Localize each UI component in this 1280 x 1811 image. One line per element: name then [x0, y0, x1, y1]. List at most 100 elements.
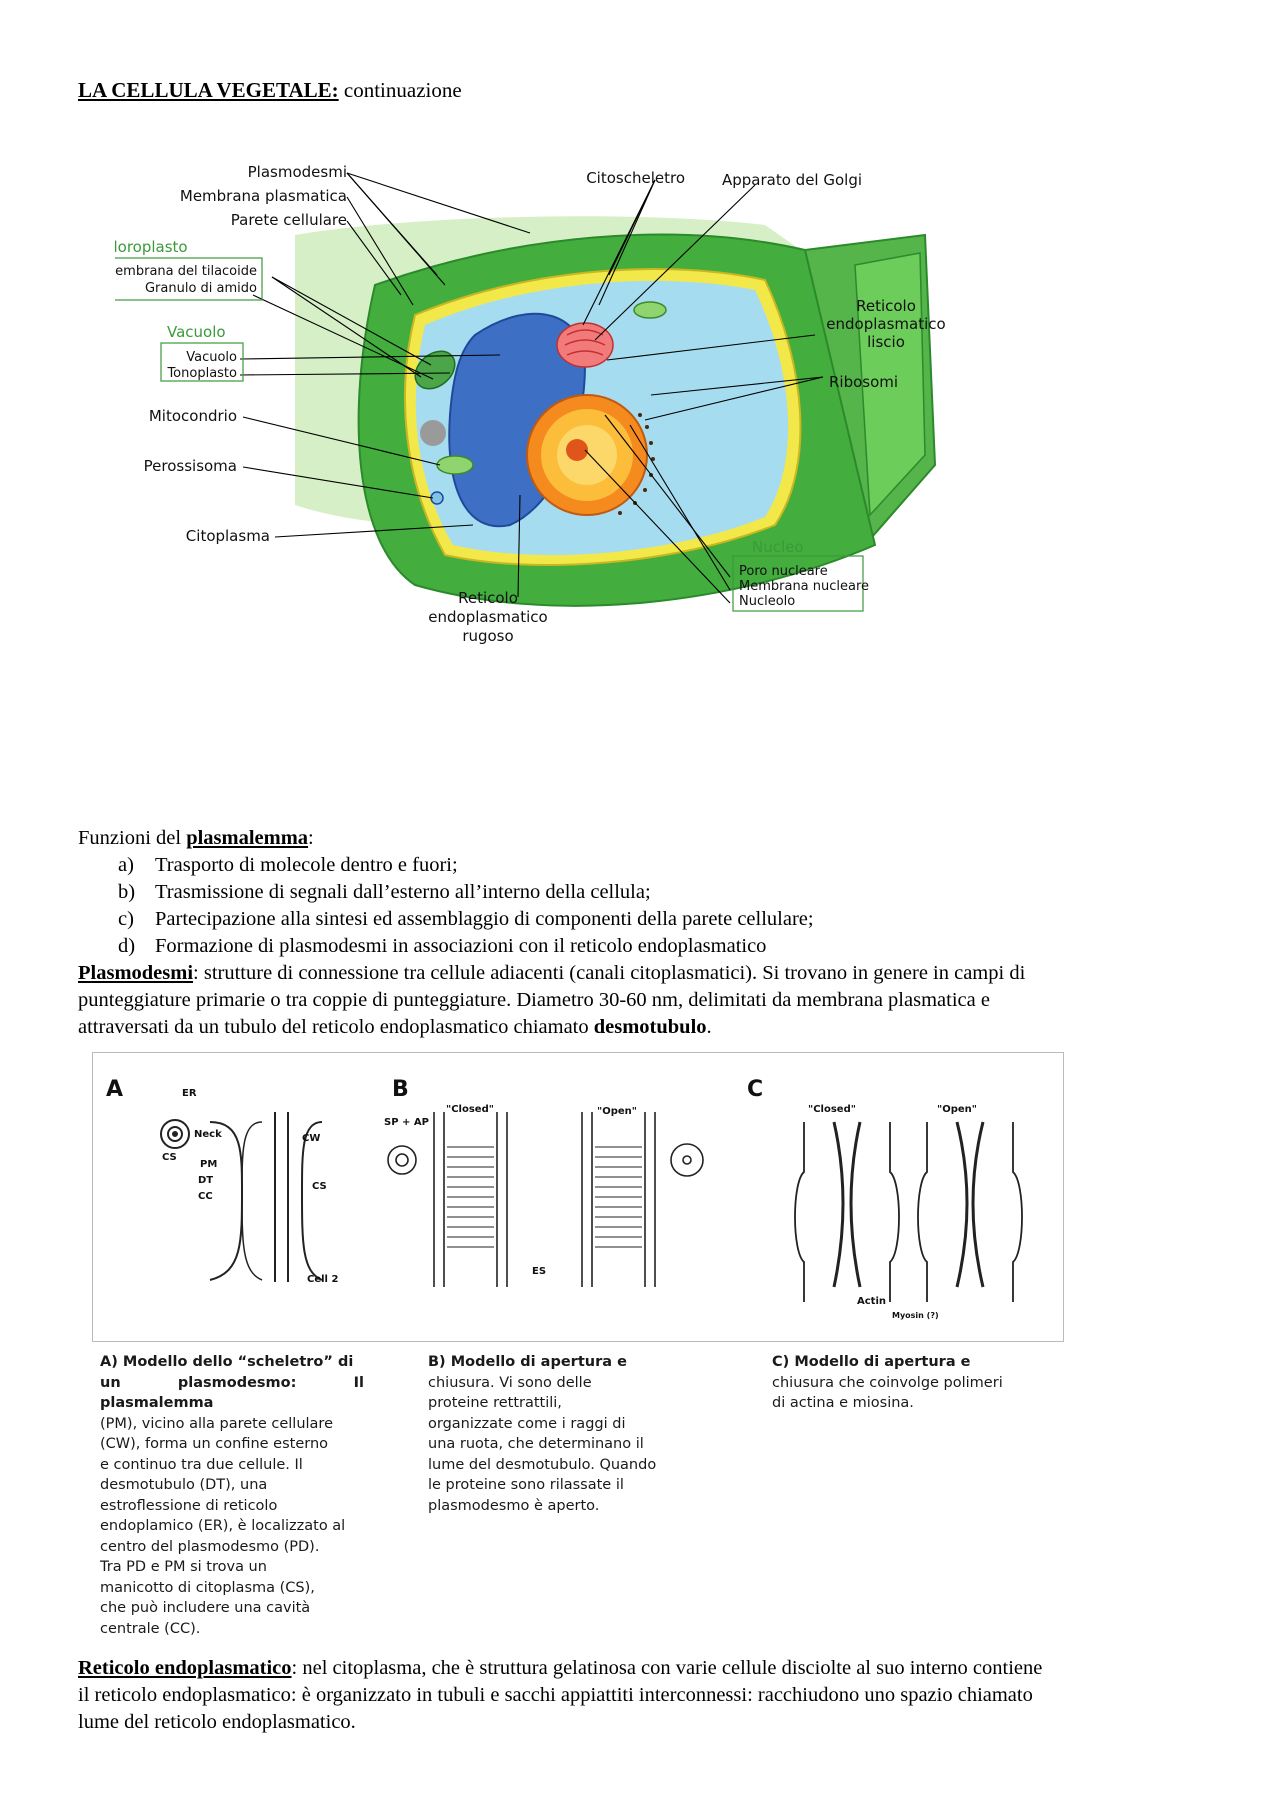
plasmodesmi-term: Plasmodesmi [78, 962, 194, 984]
label-cs2: CS [312, 1181, 327, 1192]
title-heading: LA CELLULA VEGETALE: [78, 78, 339, 102]
caption-line: centro del plasmodesmo (PD). [100, 1538, 320, 1555]
label-closed-b: "Closed" [446, 1104, 494, 1115]
plasmodesmi-line2: punteggiature primarie o tra coppie di p… [78, 989, 990, 1011]
label-membrana-nucleare: Membrana nucleare [739, 579, 869, 594]
label-rer-1: Reticolo [458, 589, 518, 607]
caption-line: B) Modello di apertura e [428, 1354, 627, 1370]
list-marker: c) [118, 908, 134, 930]
label-neck: Neck [194, 1129, 222, 1140]
golgi-apparatus [556, 322, 614, 368]
reticolo-term: Reticolo endoplasmatico [78, 1657, 292, 1679]
mitochondrion-2 [633, 301, 667, 319]
nucleolus [566, 439, 588, 461]
list-marker: d) [118, 935, 136, 957]
plasmodesmi-bold: desmotubulo [593, 1016, 707, 1038]
caption-line: chiusura. Vi sono delle [428, 1374, 592, 1391]
label-rer-3: rugoso [462, 627, 513, 645]
label-plasmodesmi: Plasmodesmi [248, 165, 347, 181]
mitochondrion [436, 455, 474, 475]
caption-line: desmotubulo (DT), una [100, 1477, 268, 1493]
label-membrana-tilacoide: Membrana del tilacoide [115, 264, 257, 279]
plasmodesmi-line1: : strutture di connessione tra cellule a… [193, 962, 1026, 984]
label-poro-nucleare: Poro nucleare [739, 564, 828, 579]
caption-line: e continuo tra due cellule. Il [100, 1456, 303, 1473]
label-er: ER [182, 1088, 197, 1099]
panel-c-drawing [794, 1122, 1023, 1302]
label-sp-ap: SP + AP [384, 1117, 429, 1128]
funzioni-colon: : [308, 827, 314, 849]
list-item: b) Trasmissione di segnali dall’esterno a… [118, 879, 814, 906]
label-parete-cellulare: Parete cellulare [231, 211, 347, 229]
label-nucleo: Nucleo [752, 538, 804, 556]
label-dt: DT [198, 1175, 213, 1186]
caption-b: B) Modello di apertura e chiusura. Vi so… [428, 1352, 674, 1516]
caption-line: chiusura che coinvolge polimeri [772, 1374, 1003, 1391]
label-rer-2: endoplasmatico [428, 608, 547, 626]
label-cell2: Cell 2 [307, 1274, 338, 1285]
nucleo-box [732, 555, 864, 612]
title-rest: continuazione [338, 78, 462, 102]
label-cs: CS [162, 1152, 177, 1163]
cell-wall-side-inner [854, 252, 926, 517]
label-nucleolo: Nucleolo [739, 594, 795, 609]
list-item: c) Partecipazione alla sintesi ed assembl… [118, 906, 814, 933]
label-perossisoma: Perossisoma [144, 457, 237, 475]
plant-cell-diagram: Plasmodesmi Membrana plasmatica Parete c… [115, 165, 946, 645]
label-tonoplasto: Tonoplasto [166, 366, 237, 381]
label-citoplasma: Citoplasma [186, 527, 270, 545]
label-vacuolo-group: Vacuolo [167, 323, 226, 341]
funzioni-list: a)Trasporto di molecole dentro e fuori; … [118, 852, 814, 960]
list-item: a)Trasporto di molecole dentro e fuori; [118, 852, 814, 879]
panel-c-filaments [832, 1121, 985, 1288]
caption-line: C) Modello di apertura e [772, 1354, 971, 1370]
label-ribosomi: Ribosomi [829, 373, 898, 391]
list-text: Partecipazione alla sintesi ed assemblag… [155, 908, 814, 930]
funzioni-intro: Funzioni del [78, 827, 187, 849]
caption-line: organizzate come i raggi di [428, 1415, 626, 1432]
page-title: LA CELLULA VEGETALE: continuazione [78, 78, 462, 103]
caption-line: che può includere una cavità [100, 1600, 311, 1616]
list-marker: b) [118, 881, 136, 903]
caption-line: estroflessione di reticolo [100, 1497, 278, 1514]
plasmodesmi-dot: . [706, 1016, 712, 1038]
panel-b-letter: B [392, 1077, 409, 1102]
funzioni-term: plasmalemma [186, 827, 309, 849]
reticolo-paragraph: Reticolo endoplasmatico: nel citoplasma,… [78, 1655, 1042, 1736]
label-open-c: "Open" [937, 1104, 977, 1115]
nucleus-inner [557, 425, 617, 485]
label-open-b: "Open" [597, 1106, 637, 1117]
plasmodesma-diagrams: A B C ER Neck CW CS PM DT CS CC [92, 1052, 1064, 1342]
caption-line: di actina e miosina. [772, 1395, 914, 1411]
caption-line: Tra PD e PM si trova un [100, 1559, 267, 1575]
label-rel-1: Reticolo [856, 297, 916, 315]
caption-line: centrale (CC). [100, 1620, 201, 1637]
caption-c: C) Modello di apertura e chiusura che co… [772, 1352, 1032, 1414]
label-actin: Actin [857, 1296, 886, 1307]
label-mitocondrio: Mitocondrio [149, 407, 237, 425]
vacuolo-box [160, 342, 244, 382]
panel-a-letter: A [106, 1077, 123, 1102]
panel-b-drawing [387, 1112, 704, 1287]
caption-line: un plasmodesmo: Il plasmalemma [100, 1374, 364, 1412]
label-citoscheletro: Citoscheletro [586, 169, 685, 187]
label-cc: CC [198, 1191, 213, 1202]
label-vacuolo: Vacuolo [186, 350, 237, 365]
reticolo-line2: il reticolo endoplasmatico: è organizzat… [78, 1684, 1033, 1706]
caption-line: manicotto di citoplasma (CS), [100, 1579, 315, 1596]
panel-a-drawing [160, 1112, 323, 1282]
caption-line: A) Modello dello “scheletro” di [100, 1354, 354, 1370]
caption-line: le proteine sono rilassate il [428, 1477, 624, 1493]
caption-line: proteine rettrattili, [428, 1395, 562, 1411]
cloroplasto-box [115, 257, 263, 301]
reticolo-line3: lume del reticolo endoplasmatico. [78, 1711, 356, 1733]
plasmodesmi-paragraph: Plasmodesmi: strutture di connessione tr… [78, 960, 1025, 1041]
label-cw: CW [302, 1133, 320, 1144]
label-pm: PM [200, 1159, 217, 1170]
list-text: Trasmissione di segnali dall’esterno all… [155, 881, 651, 903]
caption-line: lume del desmotubulo. Quando [428, 1456, 657, 1473]
label-golgi: Apparato del Golgi [722, 171, 862, 189]
caption-line: una ruota, che determinano il [428, 1436, 644, 1452]
plasmodesmi-line3: attraversati da un tubulo del reticolo e… [78, 1016, 594, 1038]
